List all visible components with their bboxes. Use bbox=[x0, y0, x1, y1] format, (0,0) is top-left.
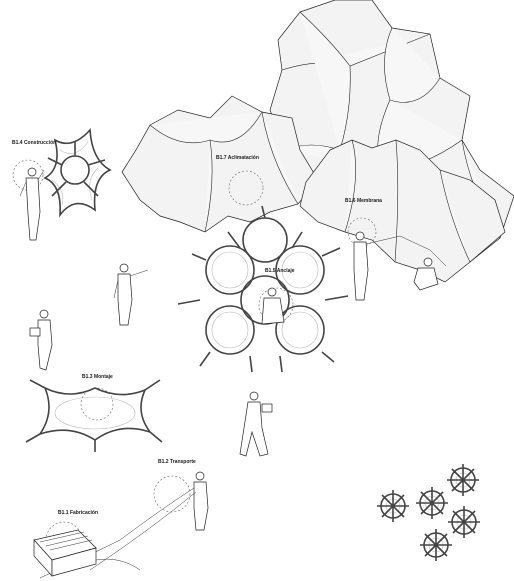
plan-view-modules bbox=[377, 464, 480, 561]
plan-module bbox=[420, 529, 452, 561]
person-anclaje bbox=[262, 288, 284, 324]
label-construccion: B1.4 Construcción bbox=[12, 140, 56, 146]
frame-montaje bbox=[26, 380, 162, 452]
label-fabricacion: B1.1 Fabricación bbox=[58, 510, 98, 516]
label-aclimatacion: B1.7 Aclimatación bbox=[216, 155, 259, 161]
label-membrana: B1.6 Membrana bbox=[345, 198, 382, 204]
label-anclaje: B1.5 Anclaje bbox=[265, 268, 295, 274]
label-montaje: B1.3 Montaje bbox=[82, 374, 113, 380]
person-construccion bbox=[20, 168, 44, 240]
person-walking-left bbox=[30, 310, 52, 370]
label-transporte: B1.2 Transporte bbox=[158, 459, 196, 465]
person-pointing bbox=[114, 264, 148, 325]
plan-module bbox=[447, 464, 479, 496]
plan-module bbox=[448, 506, 480, 538]
person-carrying bbox=[240, 392, 272, 456]
plan-module bbox=[416, 487, 448, 519]
plan-module bbox=[377, 490, 409, 522]
